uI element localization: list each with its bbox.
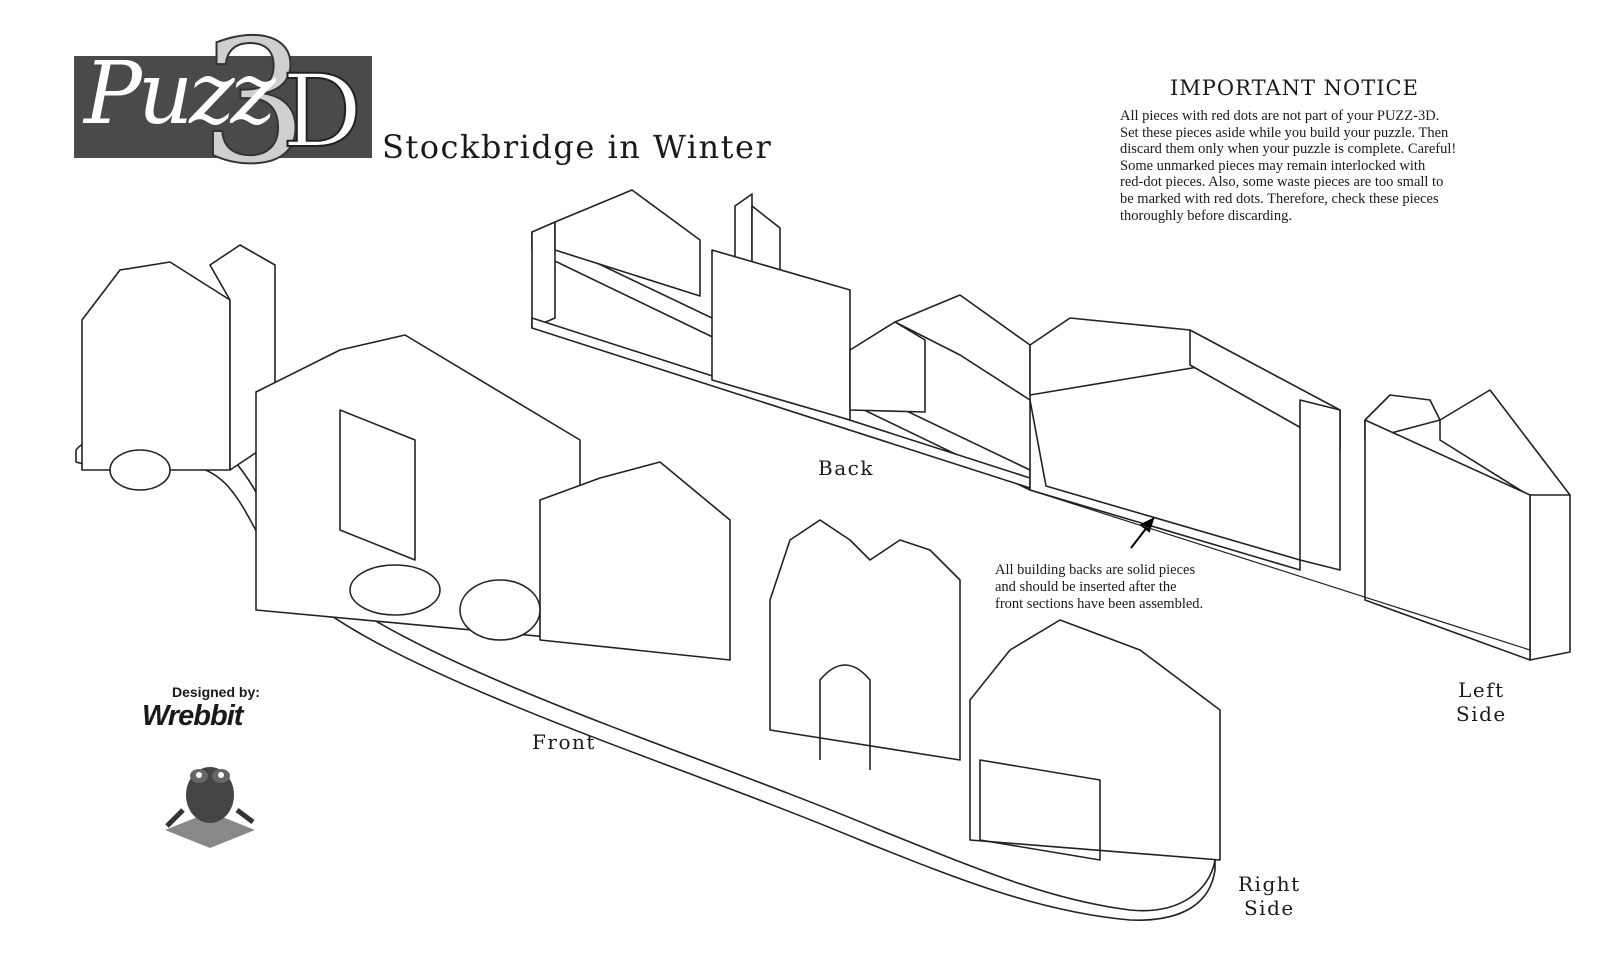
notice-heading: IMPORTANT NOTICE: [1170, 76, 1419, 100]
right-house: [969, 619, 1221, 861]
label-front: Front: [532, 730, 596, 754]
notice-line: Some unmarked pieces may remain interloc…: [1120, 157, 1426, 174]
left-tower: [81, 261, 231, 471]
backs-note: All building backs are solid pieces and …: [995, 562, 1203, 613]
brand-logo: Wrebbit: [142, 700, 243, 732]
left-side-end: [1364, 389, 1571, 661]
notice-line: be marked with red dots. Therefore, chec…: [1120, 190, 1439, 207]
center-building: [255, 334, 581, 641]
back-wall-assembly: [531, 189, 1341, 571]
notice-body: All pieces with red dots are not part of…: [1120, 108, 1510, 224]
page-title: Stockbridge in Winter: [382, 128, 773, 166]
label-right-side-line: Side: [1243, 896, 1295, 920]
middle-house: [539, 461, 731, 661]
backs-note-line: All building backs are solid pieces: [995, 562, 1196, 578]
label-back: Back: [818, 456, 874, 480]
logo-three: 3: [199, 4, 309, 202]
label-left-side: Left Side: [1456, 678, 1507, 726]
label-left-side-line: Left: [1458, 678, 1505, 702]
gatehouse: [769, 519, 961, 761]
logo-background: [74, 56, 372, 158]
logo-puzz: Puzz: [84, 44, 276, 144]
notice-line: discard them only when your puzzle is co…: [1120, 141, 1457, 158]
label-left-side-line: Side: [1456, 702, 1507, 726]
frog-mascot-icon: [165, 767, 255, 848]
designed-by-label: Designed by:: [172, 684, 260, 700]
label-right-side-line: Right: [1238, 872, 1301, 896]
label-right-side: Right Side: [1238, 872, 1301, 920]
notice-line: red-dot pieces. Also, some waste pieces …: [1120, 174, 1444, 191]
notice-line: All pieces with red dots are not part of…: [1120, 108, 1440, 124]
backs-note-line: and should be inserted after the: [995, 579, 1177, 595]
notice-line: thoroughly before discarding.: [1120, 207, 1292, 224]
logo-d: D: [281, 53, 363, 170]
notice-line: Set these pieces aside while you build y…: [1120, 124, 1449, 141]
backs-note-line: front sections have been assembled.: [995, 596, 1204, 612]
